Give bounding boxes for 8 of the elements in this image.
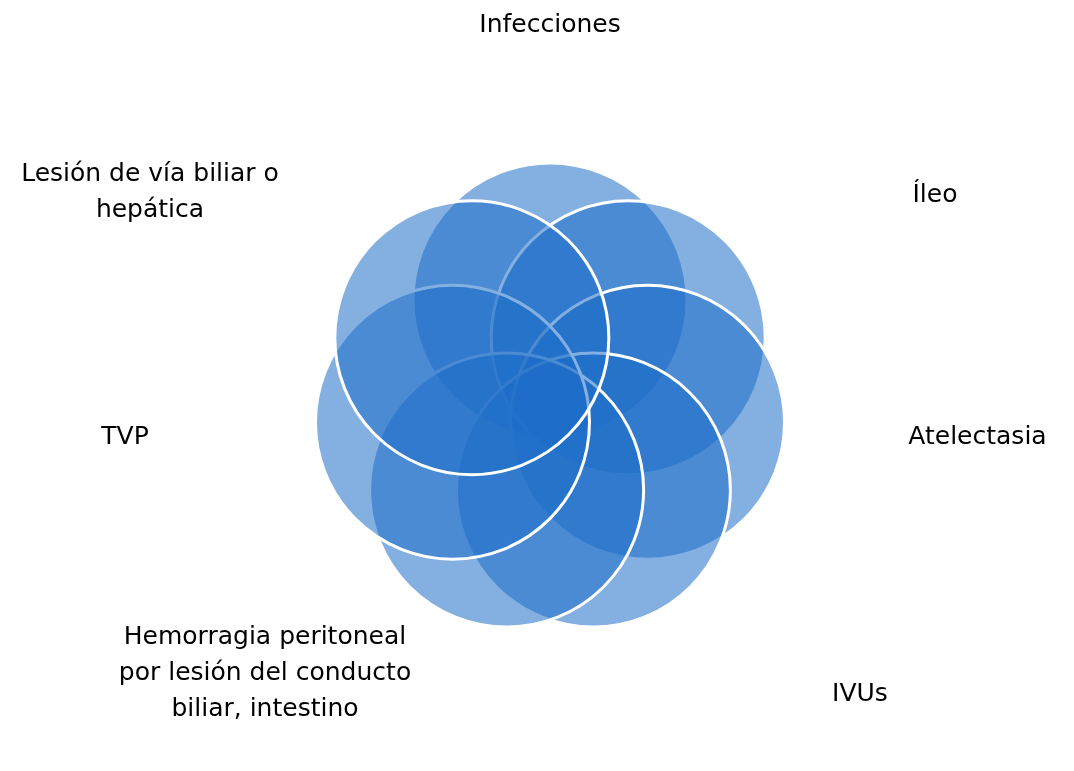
overlapping-circle [333,199,611,477]
category-label: Infecciones [478,8,622,40]
category-label: IVUs [831,677,889,709]
category-label: Atelectasia [907,420,1048,452]
category-label: TVP [100,420,150,452]
category-label: Lesión de vía biliar o hepática [20,157,280,225]
category-label: Íleo [911,178,959,210]
category-label: Hemorragia peritoneal por lesión del conducto biliar, intestino [117,620,413,724]
